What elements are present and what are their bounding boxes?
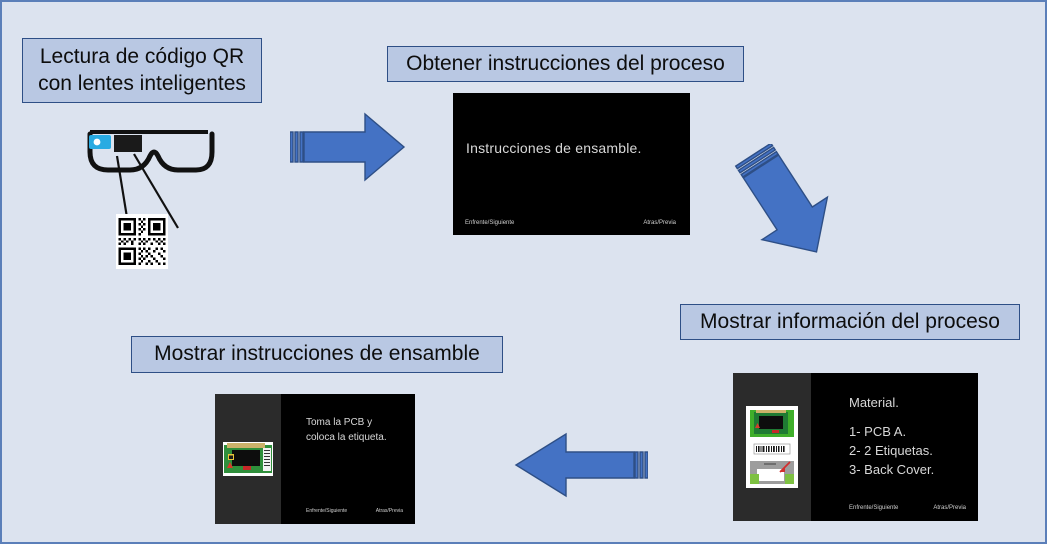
panel-material-image-area	[733, 373, 811, 521]
arrow-step1-to-step2	[289, 110, 408, 184]
panel-ensamble-paso: Toma la PCB y coloca la etiqueta. Enfren…	[215, 394, 415, 524]
panel-ensamble-footer-next: Enfrente/Siguiente	[306, 508, 348, 514]
pcb-label-photo	[746, 406, 798, 488]
panel-ensamble-image-area	[215, 394, 281, 524]
panel-instrucciones-ensamble: Instrucciones de ensamble. Enfrente/Sigu…	[453, 93, 690, 235]
label-mostrar-instrucciones-ensamble: Mostrar instrucciones de ensamble	[131, 336, 503, 373]
panel-material-footer-next: Enfrente/Siguiente	[849, 505, 899, 511]
smart-glasses-illustration	[72, 124, 262, 284]
panel-instrucciones-title: Instrucciones de ensamble.	[466, 140, 642, 156]
label-obtener-instrucciones: Obtener instrucciones del proceso	[387, 46, 744, 82]
panel-ensamble-footer-back: Atras/Previa	[375, 508, 403, 514]
panel-ensamble-title: Toma la PCB y coloca la etiqueta.	[306, 417, 387, 443]
arrow-step2-to-step3	[724, 142, 849, 266]
display-block-icon	[114, 135, 142, 152]
label-lectura-codigo-qr: Lectura de código QR con lentes intelige…	[22, 38, 262, 103]
panel-material: Material. 1- PCB A. 2- 2 Etiquetas. 3- B…	[733, 373, 978, 521]
panel-instrucciones-footer-next: Enfrente/Siguiente	[465, 220, 515, 226]
label-mostrar-informacion-proceso: Mostrar información del proceso	[680, 304, 1020, 340]
pcb-photo	[223, 442, 273, 476]
panel-instrucciones-footer-back: Atras/Previa	[643, 220, 676, 226]
panel-material-title: Material.	[849, 395, 899, 410]
smart-glasses-icon	[87, 130, 215, 237]
panel-material-items: 1- PCB A. 2- 2 Etiquetas. 3- Back Cover.	[849, 424, 935, 477]
qr-code	[116, 214, 168, 269]
panel-material-footer-back: Atras/Previa	[933, 505, 966, 511]
arrow-step3-to-step4	[510, 430, 649, 500]
